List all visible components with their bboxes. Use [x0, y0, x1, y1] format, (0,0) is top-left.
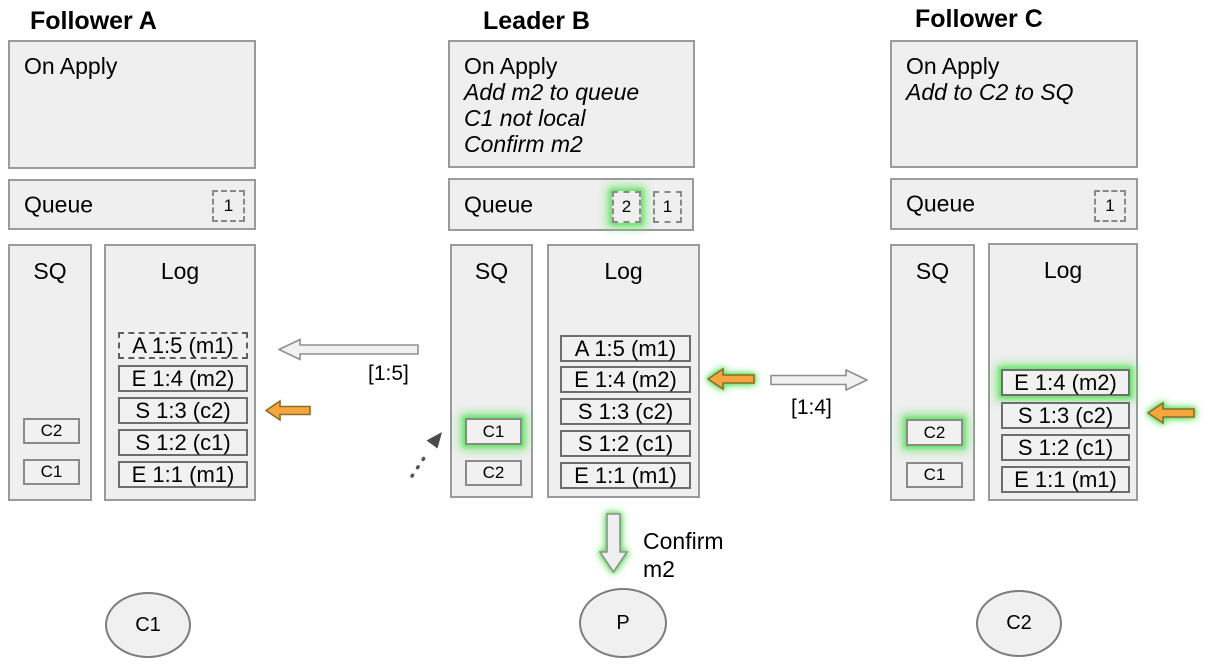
- follower-c-title: Follower C: [915, 5, 1043, 33]
- sq-box-c: SQ C2 C1: [890, 244, 975, 501]
- dotted-arrow-icon: [410, 432, 442, 478]
- proposer-p-node: P: [579, 588, 667, 658]
- log-entry-text: E 1:1 (m1): [131, 461, 235, 487]
- log-entry-text: S 1:2 (c1): [1017, 434, 1114, 460]
- log-entry: S 1:2 (c1): [1001, 434, 1130, 461]
- on-apply-note: Add to C2 to SQ: [906, 79, 1074, 105]
- queue-label-a: Queue: [24, 191, 94, 217]
- apply-pointer-arrow-icon-c: [1147, 401, 1195, 425]
- sq-item-value: C2: [923, 422, 946, 442]
- on-apply-label-a: On Apply: [24, 53, 118, 79]
- confirm-down-arrow-icon: [599, 513, 629, 574]
- sq-item-value: C1: [482, 421, 505, 441]
- replicate-arrow-left-icon: [278, 338, 419, 361]
- log-entry-text: S 1:3 (c2): [577, 398, 674, 424]
- on-apply-label-b: On Apply: [464, 53, 558, 79]
- sq-item: C1: [906, 462, 963, 488]
- queue-box-b: Queue 2 1: [448, 178, 694, 231]
- log-entry-text: S 1:2 (c1): [135, 429, 231, 455]
- log-entry-text: A 1:5 (m1): [132, 332, 234, 358]
- log-entry: S 1:2 (c1): [118, 429, 248, 456]
- on-apply-note: C1 not local: [464, 105, 586, 131]
- on-apply-label-c: On Apply: [906, 53, 1000, 79]
- log-box-a: Log A 1:5 (m1) E 1:4 (m2) S 1:3 (c2) S 1…: [104, 244, 256, 501]
- queue-box-a: Queue 1: [8, 179, 256, 230]
- log-box-c: Log E 1:4 (m2) S 1:3 (c2) S 1:2 (c1) E 1…: [988, 243, 1138, 501]
- log-entry-text: E 1:4 (m2): [1014, 369, 1117, 395]
- queue-slot: 1: [653, 191, 682, 223]
- sq-item-value: C1: [40, 462, 63, 481]
- sq-item: C2: [23, 418, 80, 444]
- log-label-a: Log: [160, 258, 200, 284]
- log-entry: S 1:3 (c2): [118, 397, 248, 424]
- sq-box-b: SQ C1 C2: [450, 244, 533, 498]
- log-entry-text: A 1:5 (m1): [574, 335, 677, 361]
- log-label-b: Log: [604, 258, 643, 284]
- log-entry: S 1:3 (c2): [1001, 402, 1130, 429]
- replicate-arrow-right-icon: [770, 369, 868, 391]
- log-entry-text: E 1:4 (m2): [131, 365, 235, 391]
- log-entry: A 1:5 (m1): [560, 335, 691, 362]
- log-entry: E 1:1 (m1): [560, 462, 691, 489]
- queue-slot: 2: [612, 191, 641, 223]
- client-c2-node: C2: [976, 590, 1062, 657]
- sq-item: C2: [465, 460, 522, 486]
- sq-item: C1: [465, 418, 522, 445]
- queue-box-c: Queue 1: [890, 178, 1138, 230]
- proposer-p-label: P: [616, 611, 630, 634]
- log-entry-text: E 1:1 (m1): [1014, 466, 1117, 492]
- confirm-label: Confirm m2: [643, 528, 724, 582]
- log-entry: E 1:4 (m2): [1001, 369, 1130, 396]
- log-box-b: Log A 1:5 (m1) E 1:4 (m2) S 1:3 (c2) S 1…: [547, 244, 700, 498]
- replication-range-label-c: [1:4]: [791, 396, 832, 419]
- on-apply-note: Confirm m2: [464, 131, 583, 157]
- leader-b-title: Leader B: [483, 7, 590, 35]
- log-entry: E 1:4 (m2): [560, 366, 691, 393]
- queue-slot-value: 2: [621, 197, 632, 216]
- sq-item-value: C2: [40, 421, 63, 440]
- queue-label-c: Queue: [906, 190, 976, 217]
- log-entry-text: E 1:4 (m2): [574, 366, 677, 392]
- sq-box-a: SQ C2 C1: [8, 244, 92, 501]
- log-entry: A 1:5 (m1): [118, 332, 248, 359]
- log-entry: S 1:2 (c1): [560, 430, 691, 457]
- log-entry-text: S 1:2 (c1): [577, 430, 674, 456]
- apply-pointer-arrow-icon-b: [707, 367, 755, 391]
- on-apply-box-b: On Apply Add m2 to queue C1 not local Co…: [448, 40, 695, 168]
- on-apply-box-c: On Apply Add to C2 to SQ: [890, 40, 1138, 168]
- sq-item: C1: [23, 459, 80, 485]
- on-apply-note: Add m2 to queue: [464, 79, 640, 105]
- log-entry: S 1:3 (c2): [560, 398, 691, 425]
- sq-item-value: C1: [923, 465, 946, 484]
- apply-pointer-arrow-icon-a: [265, 399, 311, 422]
- log-label-c: Log: [1043, 257, 1083, 283]
- client-c2-label: C2: [1006, 612, 1032, 634]
- sq-item-value: C2: [482, 463, 505, 482]
- queue-slot: 1: [212, 190, 245, 222]
- log-entry-text: S 1:3 (c2): [1017, 402, 1114, 428]
- queue-label-b: Queue: [464, 191, 534, 217]
- queue-slot-value: 1: [1105, 196, 1115, 215]
- client-c1-node: C1: [105, 592, 191, 658]
- queue-slot: 1: [1094, 190, 1126, 222]
- sq-item: C2: [906, 419, 963, 446]
- log-entry-text: S 1:3 (c2): [135, 397, 231, 423]
- on-apply-box-a: On Apply: [8, 40, 256, 169]
- queue-slot-value: 1: [662, 197, 673, 216]
- client-c1-label: C1: [135, 613, 161, 636]
- sq-label-b: SQ: [474, 258, 509, 284]
- sq-label-c: SQ: [915, 258, 950, 284]
- replication-range-label-a: [1:5]: [368, 362, 409, 385]
- log-entry-text: E 1:1 (m1): [574, 462, 677, 488]
- log-entry: E 1:4 (m2): [118, 365, 248, 392]
- queue-slot-value: 1: [223, 196, 234, 215]
- log-entry: E 1:1 (m1): [118, 461, 248, 488]
- log-entry: E 1:1 (m1): [1001, 466, 1130, 493]
- sq-label-a: SQ: [33, 258, 67, 284]
- follower-a-title: Follower A: [30, 7, 157, 35]
